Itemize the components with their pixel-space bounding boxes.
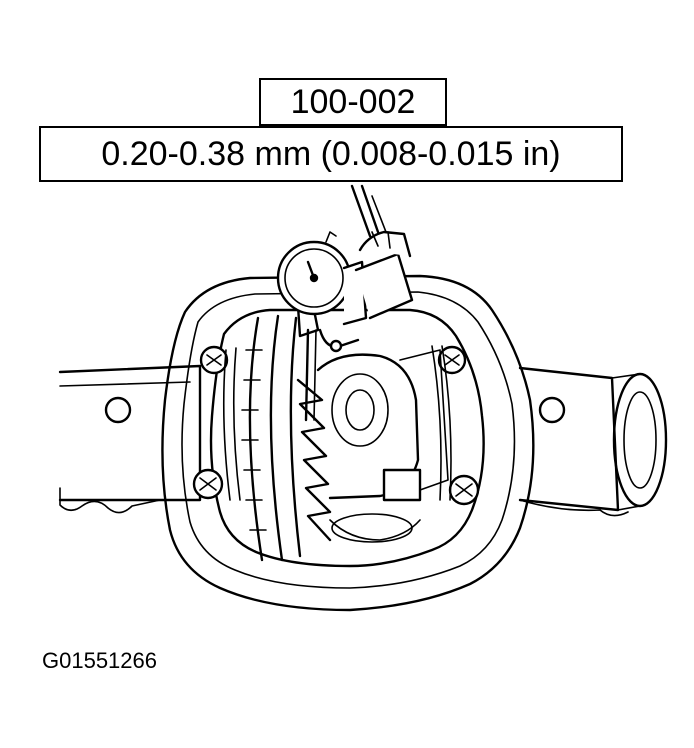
housing-outer-flange — [161, 274, 535, 612]
left-axle-tube — [58, 364, 202, 514]
side-bearing-strap-left — [222, 347, 241, 501]
figure-id: G01551266 — [42, 648, 157, 673]
specification-label: 0.20-0.38 mm (0.008-0.015 in) — [39, 126, 623, 182]
right-axle-tube — [518, 366, 668, 517]
differential-case — [316, 349, 449, 543]
side-bearing-strap-right — [431, 345, 452, 501]
ring-gear-icon — [241, 314, 332, 562]
tool-number-label: 100-002 — [259, 78, 447, 126]
dial-indicator-icon — [276, 184, 414, 422]
housing-inner-flange — [181, 291, 516, 589]
